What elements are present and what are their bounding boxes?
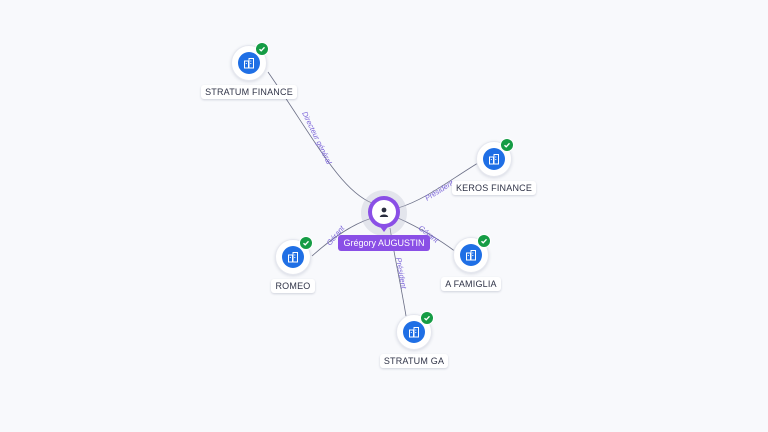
company-bubble [275, 236, 313, 275]
node-stratum-finance[interactable]: STRATUM FINANCE [189, 42, 309, 115]
company-name: STRATUM GA [379, 354, 449, 368]
verified-check-icon [299, 236, 313, 250]
building-icon [238, 52, 260, 74]
building-icon [460, 244, 482, 266]
edge-keros-finance [397, 162, 479, 209]
verified-check-icon [477, 234, 491, 248]
verified-check-icon [255, 42, 269, 56]
edge-a-famiglia [397, 217, 457, 253]
edge-label-stratum-finance: Directeur général [300, 110, 333, 166]
company-bubble [476, 138, 514, 177]
verified-check-icon [500, 138, 514, 152]
company-name: A FAMIGLIA [441, 277, 501, 291]
building-icon [483, 148, 505, 170]
person-name: Grégory AUGUSTIN [338, 235, 430, 251]
node-romeo[interactable]: ROMEO [233, 236, 353, 309]
node-keros-finance[interactable]: KEROS FINANCE [434, 138, 554, 211]
node-person[interactable]: Grégory AUGUSTIN [324, 190, 444, 270]
company-name: ROMEO [271, 279, 315, 293]
person-icon [372, 200, 396, 224]
company-bubble [453, 234, 491, 273]
company-bubble [396, 311, 434, 350]
node-a-famiglia[interactable]: A FAMIGLIA [411, 234, 531, 307]
building-icon [403, 321, 425, 343]
verified-check-icon [420, 311, 434, 325]
company-bubble [231, 42, 269, 81]
company-name: KEROS FINANCE [451, 181, 537, 195]
node-stratum-ga[interactable]: STRATUM GA [354, 311, 474, 384]
edge-romeo [311, 217, 373, 257]
person-pin-tip [378, 224, 390, 232]
building-icon [282, 246, 304, 268]
company-name: STRATUM FINANCE [201, 85, 297, 99]
person-pin [368, 196, 400, 228]
